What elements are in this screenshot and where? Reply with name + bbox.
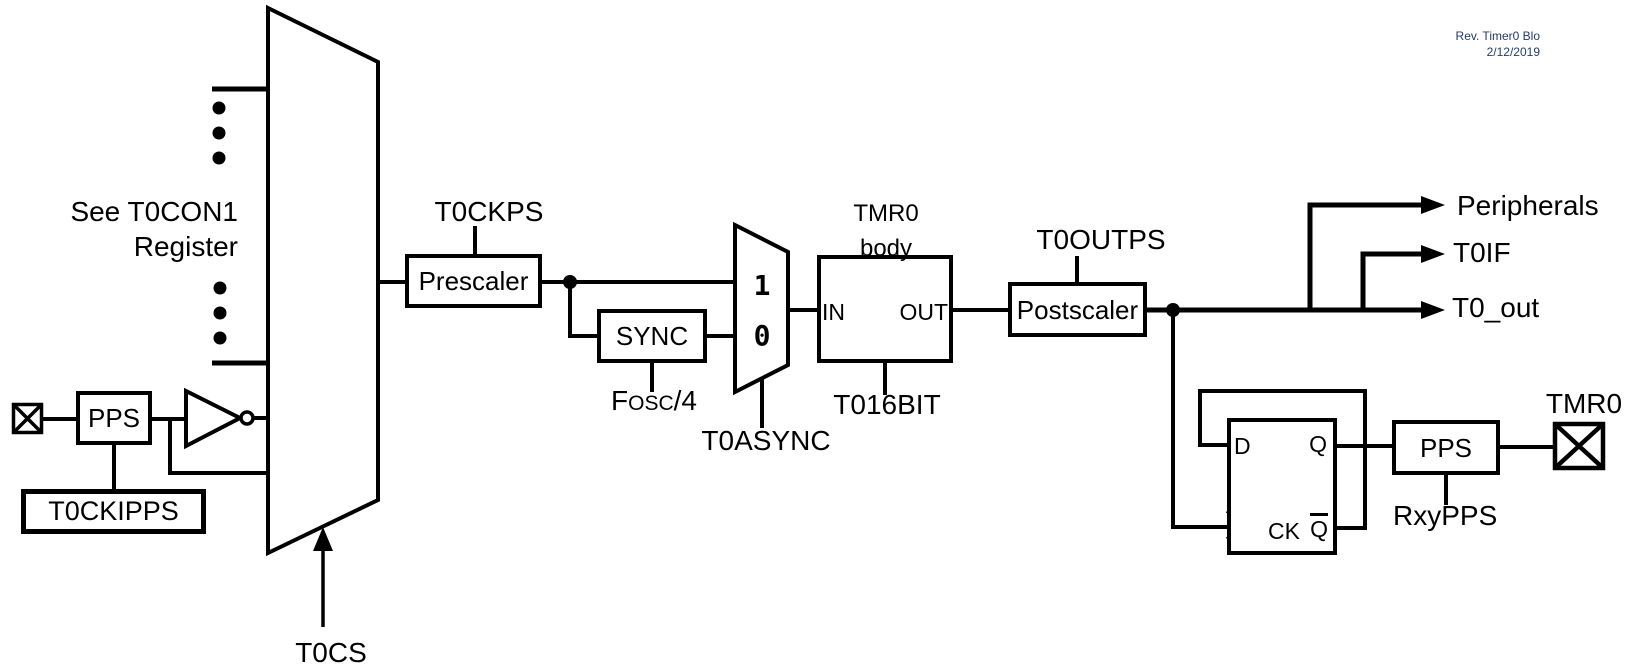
prescaler-box: Prescaler — [405, 254, 542, 308]
sync-box: SYNC — [597, 309, 707, 363]
fosc-label: FOSC/4 — [594, 387, 714, 415]
async-mux-input-0: 0 — [753, 319, 771, 352]
toggle-flipflop-box: D Q CK Q — [1227, 418, 1337, 555]
t0if-arrowhead — [1421, 245, 1445, 263]
clock-mux-note-line1: See T0CON1 — [70, 196, 238, 227]
t0ckipps-label: T0CKIPPS — [48, 496, 179, 526]
rxypps-label: RxyPPS — [1393, 500, 1498, 531]
peripherals-label: Peripherals — [1457, 190, 1599, 221]
ff-q-port: Q — [1309, 431, 1327, 457]
input-pps-box: PPS — [76, 391, 152, 445]
ellipsis-dots — [212, 101, 227, 345]
tmr0-pin-label: TMR0 — [1545, 388, 1623, 419]
sync-bypass-mux — [733, 221, 790, 396]
fosc-osc: OSC — [628, 392, 674, 415]
ff-qbar-port: Q — [1310, 513, 1328, 541]
tmr0-body-box: IN OUT — [817, 255, 953, 363]
tmr0-body-title-line1: TMR0 — [853, 200, 919, 227]
revision-note: Rev. Timer0 Blo 2/12/2019 — [1456, 28, 1540, 60]
sync-label: SYNC — [615, 321, 689, 351]
ff-d-port: D — [1234, 433, 1251, 459]
tmr0-body-title: TMR0 body — [816, 196, 956, 266]
wire-branch-t0if — [1360, 251, 1424, 308]
output-pin-icon — [1552, 421, 1606, 471]
input-pps-label: PPS — [87, 403, 141, 433]
inverter-icon — [184, 387, 255, 450]
async-mux-input-1: 1 — [753, 269, 771, 302]
postscaler-label: Postscaler — [1016, 294, 1139, 325]
t0ckps-label: T0CKPS — [434, 196, 544, 227]
junction-dot — [563, 275, 577, 289]
prescaler-label: Prescaler — [418, 266, 529, 296]
fosc-f: F — [611, 385, 629, 416]
t0out-arrowhead — [1421, 301, 1445, 319]
t0ckipps-register-box: T0CKIPPS — [21, 489, 206, 534]
revision-line2: 2/12/2019 — [1486, 45, 1540, 59]
output-pps-label: PPS — [1419, 432, 1473, 463]
clock-source-mux — [266, 4, 380, 557]
t0out-label: T0_out — [1452, 292, 1540, 323]
peripherals-arrowhead — [1421, 196, 1445, 214]
ff-ck-port: CK — [1268, 518, 1300, 544]
t016bit-label: T016BIT — [833, 389, 941, 420]
clock-mux-note-line2: Register — [133, 231, 238, 262]
postscaler-box: Postscaler — [1008, 282, 1147, 337]
t0cs-label: T0CS — [295, 637, 367, 668]
t0cs-arrowhead — [313, 527, 333, 551]
wire-branch-peripherals — [1307, 202, 1424, 308]
wire-branch-to-sync — [568, 282, 597, 338]
output-pps-box: PPS — [1392, 420, 1500, 475]
wire-noninverted-branch — [168, 419, 266, 475]
t0outps-label: T0OUTPS — [1036, 224, 1166, 255]
tmr0-in-port: IN — [822, 299, 845, 325]
clock-mux-note: See T0CON1 Register — [38, 194, 238, 264]
t0async-label: T0ASYNC — [701, 425, 831, 456]
wire-to-ff-clock — [1171, 310, 1227, 529]
revision-line1: Rev. Timer0 Blo — [1455, 29, 1540, 43]
t0if-label: T0IF — [1453, 237, 1511, 268]
wire-ff-feedback-loop — [1198, 389, 1367, 530]
tmr0-body-title-line2: body — [859, 235, 913, 262]
input-pin-icon — [11, 402, 44, 435]
fosc-div: /4 — [673, 385, 697, 416]
tmr0-out-port: OUT — [899, 299, 948, 325]
